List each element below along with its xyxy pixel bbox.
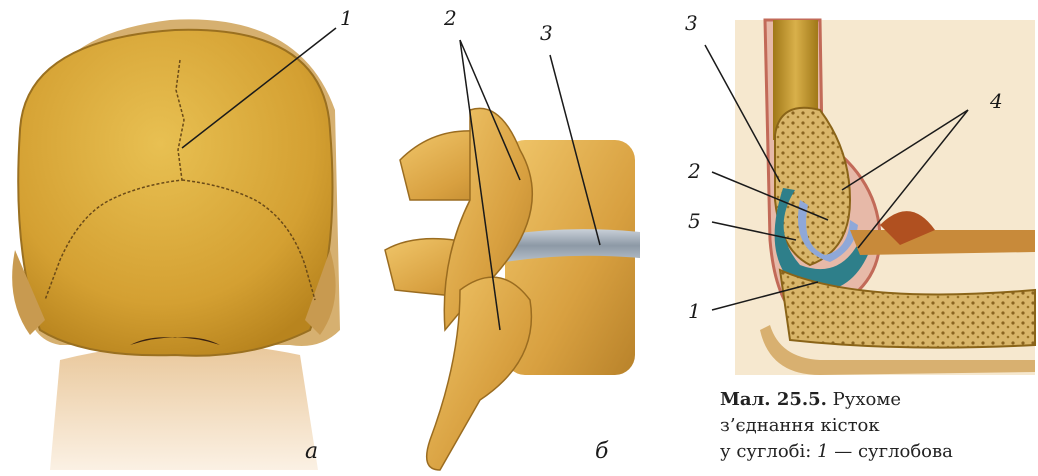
caption-line3-suffix: — суглобова xyxy=(829,441,953,462)
caption-title: Мал. 25.5. xyxy=(720,389,827,410)
joint-illustration xyxy=(735,20,1035,375)
caption-line-2: з’єднання кісток xyxy=(720,413,1038,439)
caption-line1-text: Рухоме xyxy=(833,389,901,410)
caption-line3-num: 1 xyxy=(817,441,828,462)
figure-caption: Мал. 25.5. Рухоме з’єднання кісток у суг… xyxy=(720,387,1038,465)
caption-line-3: у суглобі: 1 — суглобова xyxy=(720,439,1038,465)
panel-c-label-2: 2 xyxy=(687,159,701,183)
skull-illustration xyxy=(12,19,340,470)
panel-c-label-1: 1 xyxy=(688,299,701,323)
panel-b-label-3: 3 xyxy=(540,21,553,45)
panel-a-label-1: 1 xyxy=(340,6,353,30)
caption-line-1: Мал. 25.5. Рухоме xyxy=(720,387,1038,413)
panel-c-label-4: 4 xyxy=(989,89,1003,113)
panel-b-letter: б xyxy=(595,439,609,464)
panel-a-letter: а xyxy=(305,439,318,464)
panel-b-label-2: 2 xyxy=(443,6,457,30)
panel-c-label-3: 3 xyxy=(685,11,698,35)
panel-c-label-5: 5 xyxy=(688,209,701,233)
caption-line3-prefix: у суглобі: xyxy=(720,441,817,462)
